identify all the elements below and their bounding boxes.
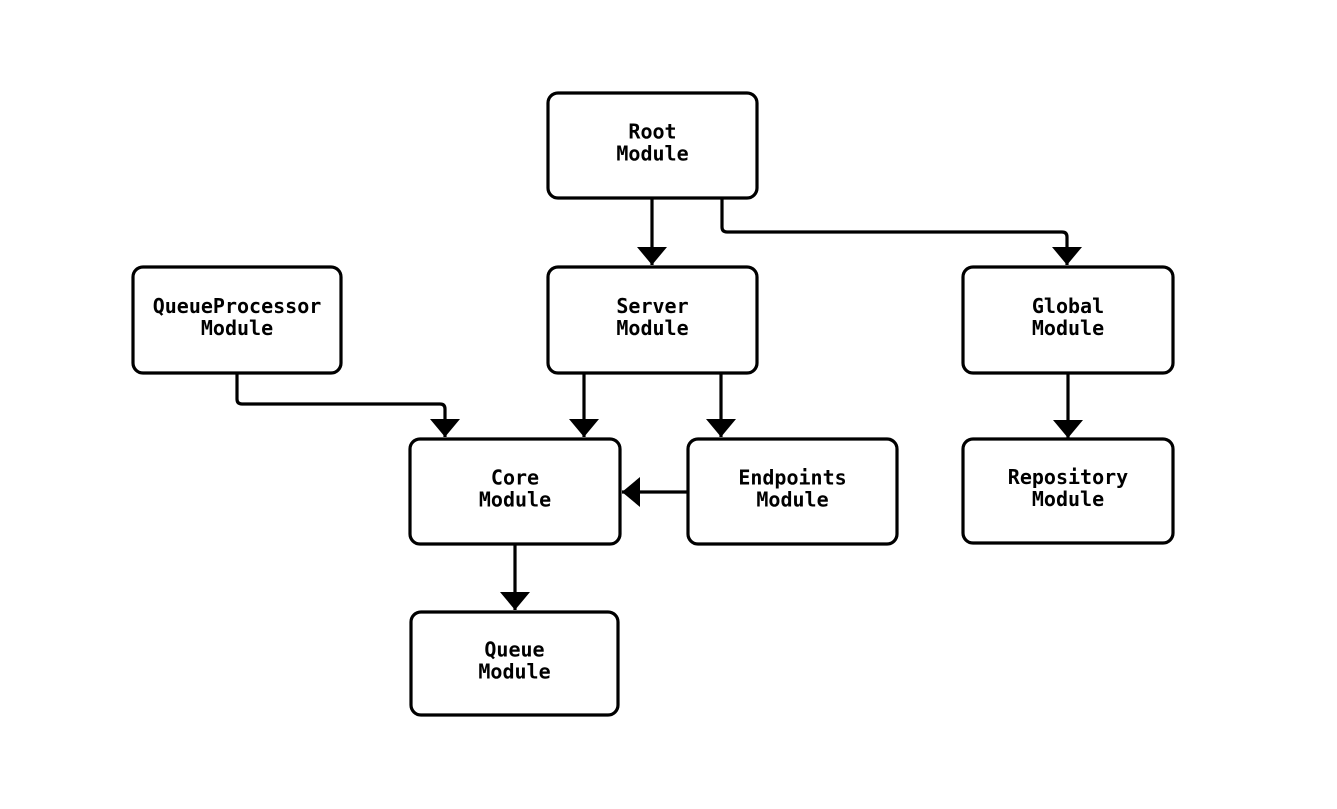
node-label-line: Module xyxy=(756,488,828,512)
node-box xyxy=(546,91,759,200)
node-label-line: Global xyxy=(1032,294,1104,318)
node-label-line: Repository xyxy=(1008,465,1128,489)
node-label-line: Module xyxy=(616,316,688,340)
node-box xyxy=(409,610,620,717)
node-box xyxy=(131,265,343,375)
node-label-line: Server xyxy=(616,294,688,318)
node-box xyxy=(686,437,899,546)
node-label-line: Root xyxy=(628,120,676,144)
node-label-line: QueueProcessor xyxy=(153,294,322,318)
node-label-line: Module xyxy=(478,660,550,684)
node-label-line: Queue xyxy=(484,638,544,662)
node-box xyxy=(961,265,1175,375)
node-label-line: Module xyxy=(1032,316,1104,340)
edges-layer xyxy=(235,198,1083,610)
node-label-line: Core xyxy=(491,466,539,490)
node-label-line: Module xyxy=(201,316,273,340)
edge-queueprocessor-to-core xyxy=(235,373,460,437)
node-label-line: Module xyxy=(479,488,551,512)
edge-root-to-global xyxy=(720,198,1082,265)
node-label-line: Module xyxy=(1032,487,1104,511)
node-label-line: Endpoints xyxy=(738,466,846,490)
node-box xyxy=(408,437,622,546)
node-box xyxy=(961,437,1175,545)
node-box xyxy=(546,265,759,375)
node-label-line: Module xyxy=(616,142,688,166)
